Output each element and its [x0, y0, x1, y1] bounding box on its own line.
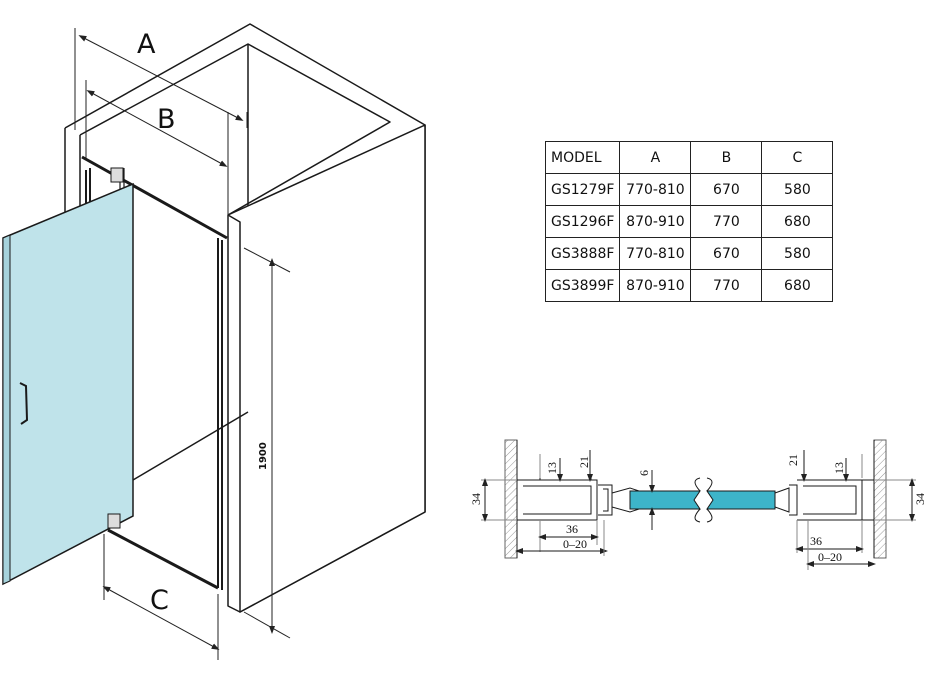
dimension-b-label: B	[157, 104, 176, 135]
header-model: MODEL	[544, 141, 621, 174]
cell-c: 680	[761, 269, 834, 302]
cell-a: 870-910	[619, 269, 692, 302]
cell-b: 670	[690, 173, 763, 206]
cell-c: 680	[761, 205, 834, 238]
left-dim-13: 13	[545, 462, 559, 474]
dimension-b	[85, 80, 229, 236]
cell-model: GS1279F	[544, 173, 621, 206]
cell-a: 770-810	[619, 173, 692, 206]
right-dim-21: 21	[786, 454, 800, 466]
right-dim-13: 13	[832, 462, 846, 474]
cell-a: 870-910	[619, 205, 692, 238]
left-dim-0-20: 0–20	[563, 537, 587, 551]
profile-section-left	[481, 439, 643, 559]
table-row: GS1296F 870-910 770 680	[544, 205, 834, 238]
right-dim-34: 34	[913, 493, 927, 505]
header-b: B	[690, 141, 763, 174]
cell-model: GS3888F	[544, 237, 621, 270]
hinge-bottom-icon	[107, 513, 121, 529]
right-dim-36: 36	[810, 534, 822, 548]
dimension-a-label: A	[137, 29, 156, 60]
dimension-height-label: 1900	[258, 442, 269, 470]
door-handle-icon	[19, 382, 29, 425]
dimension-c-label: C	[150, 585, 169, 616]
model-dimensions-table: MODEL A B C GS1279F 770-810 670 580 GS12…	[544, 141, 834, 302]
cell-c: 580	[761, 237, 834, 270]
header-c: C	[761, 141, 834, 174]
table-row: GS3888F 770-810 670 580	[544, 237, 834, 270]
left-dim-36: 36	[566, 522, 578, 536]
glass-door	[2, 167, 134, 586]
cell-model: GS3899F	[544, 269, 621, 302]
table-row: GS1279F 770-810 670 580	[544, 173, 834, 206]
cell-b: 670	[690, 237, 763, 270]
dimension-height	[243, 247, 291, 639]
glass-section	[629, 470, 776, 530]
left-dim-34: 34	[469, 493, 483, 505]
cell-a: 770-810	[619, 237, 692, 270]
cell-c: 580	[761, 173, 834, 206]
cell-model: GS1296F	[544, 205, 621, 238]
table-header-row: MODEL A B C	[544, 141, 834, 174]
enclosure-walls	[64, 23, 426, 613]
glass-dim-6: 6	[637, 470, 651, 476]
cell-b: 770	[690, 269, 763, 302]
cell-b: 770	[690, 205, 763, 238]
profile-section-right	[774, 439, 916, 570]
left-dim-21: 21	[577, 456, 591, 468]
table-row: GS3899F 870-910 770 680	[544, 269, 834, 302]
hinge-top-icon	[110, 167, 124, 183]
dimension-c	[102, 534, 220, 660]
right-dim-0-20: 0–20	[818, 550, 842, 564]
header-a: A	[619, 141, 692, 174]
